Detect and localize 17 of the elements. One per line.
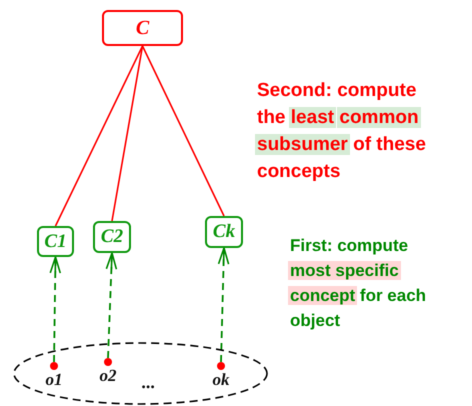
concept-box: C2	[93, 221, 131, 253]
concept-box: C	[102, 10, 183, 46]
annotation-text: First: compute most specific concept for each object	[290, 235, 428, 332]
connector-line	[54, 46, 144, 226]
connector-line	[111, 46, 144, 222]
arrow	[218, 247, 230, 362]
connector-line	[142, 46, 225, 216]
ellipsis-label: ...	[142, 371, 156, 394]
object-label: o2	[100, 367, 116, 385]
concept-box: C1	[37, 226, 74, 257]
concept-box: Ck	[205, 216, 243, 248]
object-set-ellipse	[13, 342, 268, 405]
object-label: ok	[212, 371, 230, 389]
arrow	[49, 256, 62, 362]
object-label: o1	[46, 371, 62, 389]
annotation-text: Second: compute the least common subsumer of these concepts	[257, 79, 427, 184]
arrow	[106, 252, 118, 358]
